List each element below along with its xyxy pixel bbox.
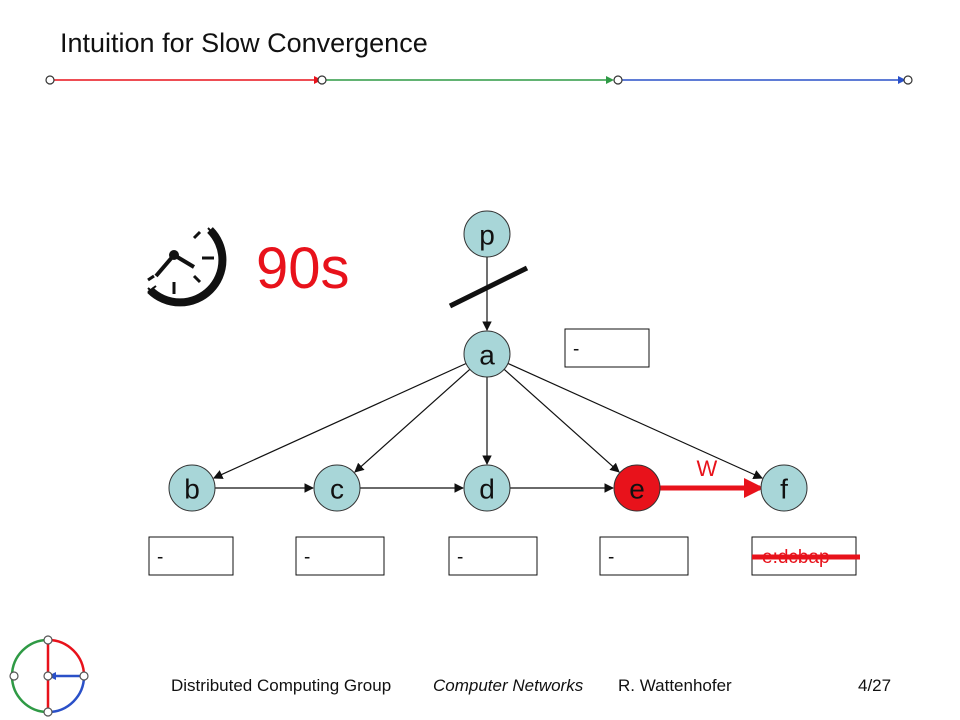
node-d — [463, 464, 511, 512]
footer-course: Computer Networks — [433, 676, 584, 695]
routing-table-text-c: - — [304, 547, 310, 568]
routing-table-e — [599, 536, 689, 576]
node-label-b: b — [184, 474, 200, 505]
routing-table-text-b: - — [157, 547, 163, 568]
node-label-f: f — [780, 474, 788, 505]
timer-value: 90s — [256, 236, 350, 301]
node-b — [168, 464, 216, 512]
tables-layer: -----e:dcbap — [148, 328, 860, 576]
edge-a-f — [507, 362, 763, 479]
edge-a-c — [354, 368, 471, 473]
routing-table-text-d: - — [457, 547, 463, 568]
node-e — [613, 464, 661, 512]
slide-title: Intuition for Slow Convergence — [60, 28, 428, 58]
routing-table-a — [564, 328, 650, 368]
routing-table-d — [448, 536, 538, 576]
network-logo-icon — [9, 635, 89, 717]
edges-layer: W — [212, 257, 764, 498]
title-divider — [45, 75, 913, 85]
footer-group: Distributed Computing Group — [171, 676, 392, 695]
footer-author: R. Wattenhofer — [618, 676, 732, 695]
node-label-c: c — [330, 474, 344, 505]
node-label-e: e — [629, 474, 645, 505]
link-cut-mark — [448, 265, 529, 309]
footer-page: 4/27 — [858, 676, 892, 695]
node-p — [463, 210, 511, 258]
routing-table-b — [148, 536, 234, 576]
routing-table-c — [295, 536, 385, 576]
edge-a-e — [503, 368, 620, 473]
node-f — [760, 464, 808, 512]
stopwatch-icon — [147, 227, 227, 307]
node-label-p: p — [479, 220, 495, 251]
node-label-d: d — [479, 474, 495, 505]
node-a — [463, 330, 511, 378]
edge-a-b — [212, 362, 467, 479]
nodes-layer: p a b c d e f — [168, 210, 808, 512]
edge-label-e-f: W — [697, 456, 718, 481]
routing-table-text-a: - — [573, 339, 579, 360]
node-c — [313, 464, 361, 512]
node-label-a: a — [479, 340, 495, 371]
routing-table-text-e: - — [608, 547, 614, 568]
